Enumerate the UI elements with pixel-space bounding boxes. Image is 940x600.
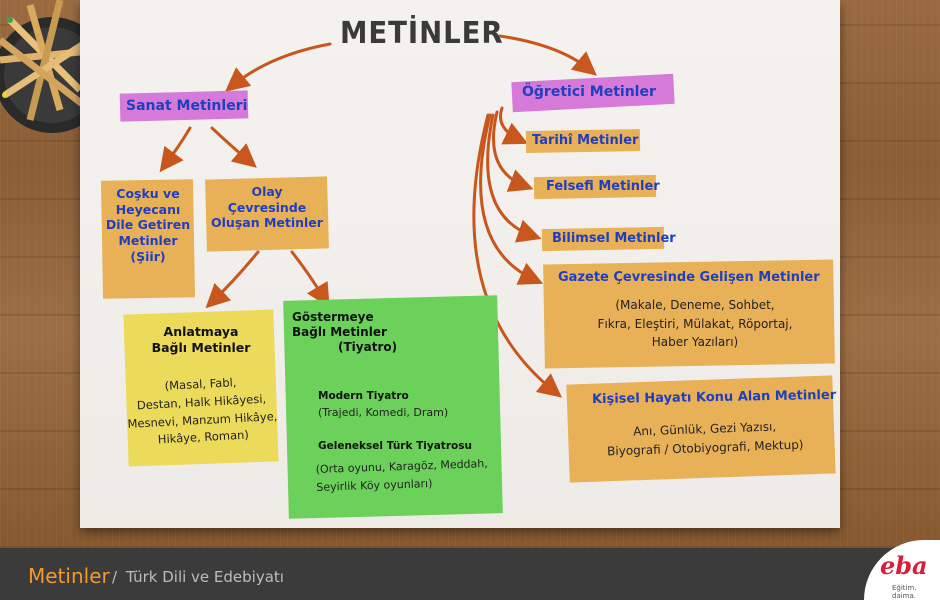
arrow-ogretici-to-felsefi xyxy=(492,110,534,192)
diagram-title: METİNLER xyxy=(340,16,504,51)
arrow-sanat-to-olay xyxy=(210,126,257,168)
footer-subject: Türk Dili ve Edebiyatı xyxy=(126,568,284,586)
ogretici-label: Öğretici Metinler xyxy=(522,84,656,100)
arrow-title-to-ogretici xyxy=(498,34,597,76)
gostermeye-title: Göstermeye Bağlı Metinler (Tiyatro) xyxy=(292,310,398,354)
arrow-sanat-to-cosku xyxy=(159,126,192,173)
arrow-ogretici-to-kisisel xyxy=(472,113,563,398)
felsefi-label: Felsefi Metinler xyxy=(546,179,660,194)
modern-tiyatro-items: (Trajedi, Komedi, Dram) xyxy=(318,406,449,419)
modern-tiyatro-title: Modern Tiyatro xyxy=(318,390,409,402)
geleneksel-tiyatro-title: Geleneksel Türk Tiyatrosu xyxy=(318,440,472,452)
arrow-olay-to-anlatmaya xyxy=(205,250,260,309)
arrow-olay-to-gostermeye xyxy=(290,250,330,308)
arrow-ogretici-to-tarihi xyxy=(499,106,529,145)
olay-text: Olay Çevresinde Oluşan Metinler xyxy=(211,184,323,231)
arrow-ogretici-to-gazete xyxy=(479,113,544,285)
arrow-ogretici-to-bilimsel xyxy=(486,113,542,243)
footer-bar xyxy=(0,548,940,600)
anlatmaya-title: Anlatmaya Bağlı Metinler xyxy=(151,324,251,355)
cosku-text: Coşku ve Heyecanı Dile Getiren Metinler … xyxy=(105,186,191,264)
footer-separator: / xyxy=(112,568,118,586)
diagram-arrows xyxy=(159,34,597,398)
tarihi-label: Tarihî Metinler xyxy=(532,133,639,148)
gazete-items: (Makale, Deneme, Sohbet, Fıkra, Eleştiri… xyxy=(597,298,793,350)
arrow-title-to-sanat xyxy=(225,42,332,92)
bilimsel-label: Bilimsel Metinler xyxy=(552,231,676,246)
gazete-title: Gazete Çevresinde Gelişen Metinler xyxy=(558,270,820,285)
sanat-label: Sanat Metinleri xyxy=(126,98,248,114)
eba-logo-tagline: Eğitim. daima. xyxy=(892,584,917,600)
geleneksel-tiyatro-items: (Orta oyunu, Karagöz, Meddah, Seyirlik K… xyxy=(315,457,488,494)
anlatmaya-items: (Masal, Fabl, Destan, Halk Hikâyesi, Mes… xyxy=(127,375,278,447)
footer-topic: Metinler xyxy=(28,564,110,588)
eba-logo-text: eba xyxy=(880,551,928,580)
